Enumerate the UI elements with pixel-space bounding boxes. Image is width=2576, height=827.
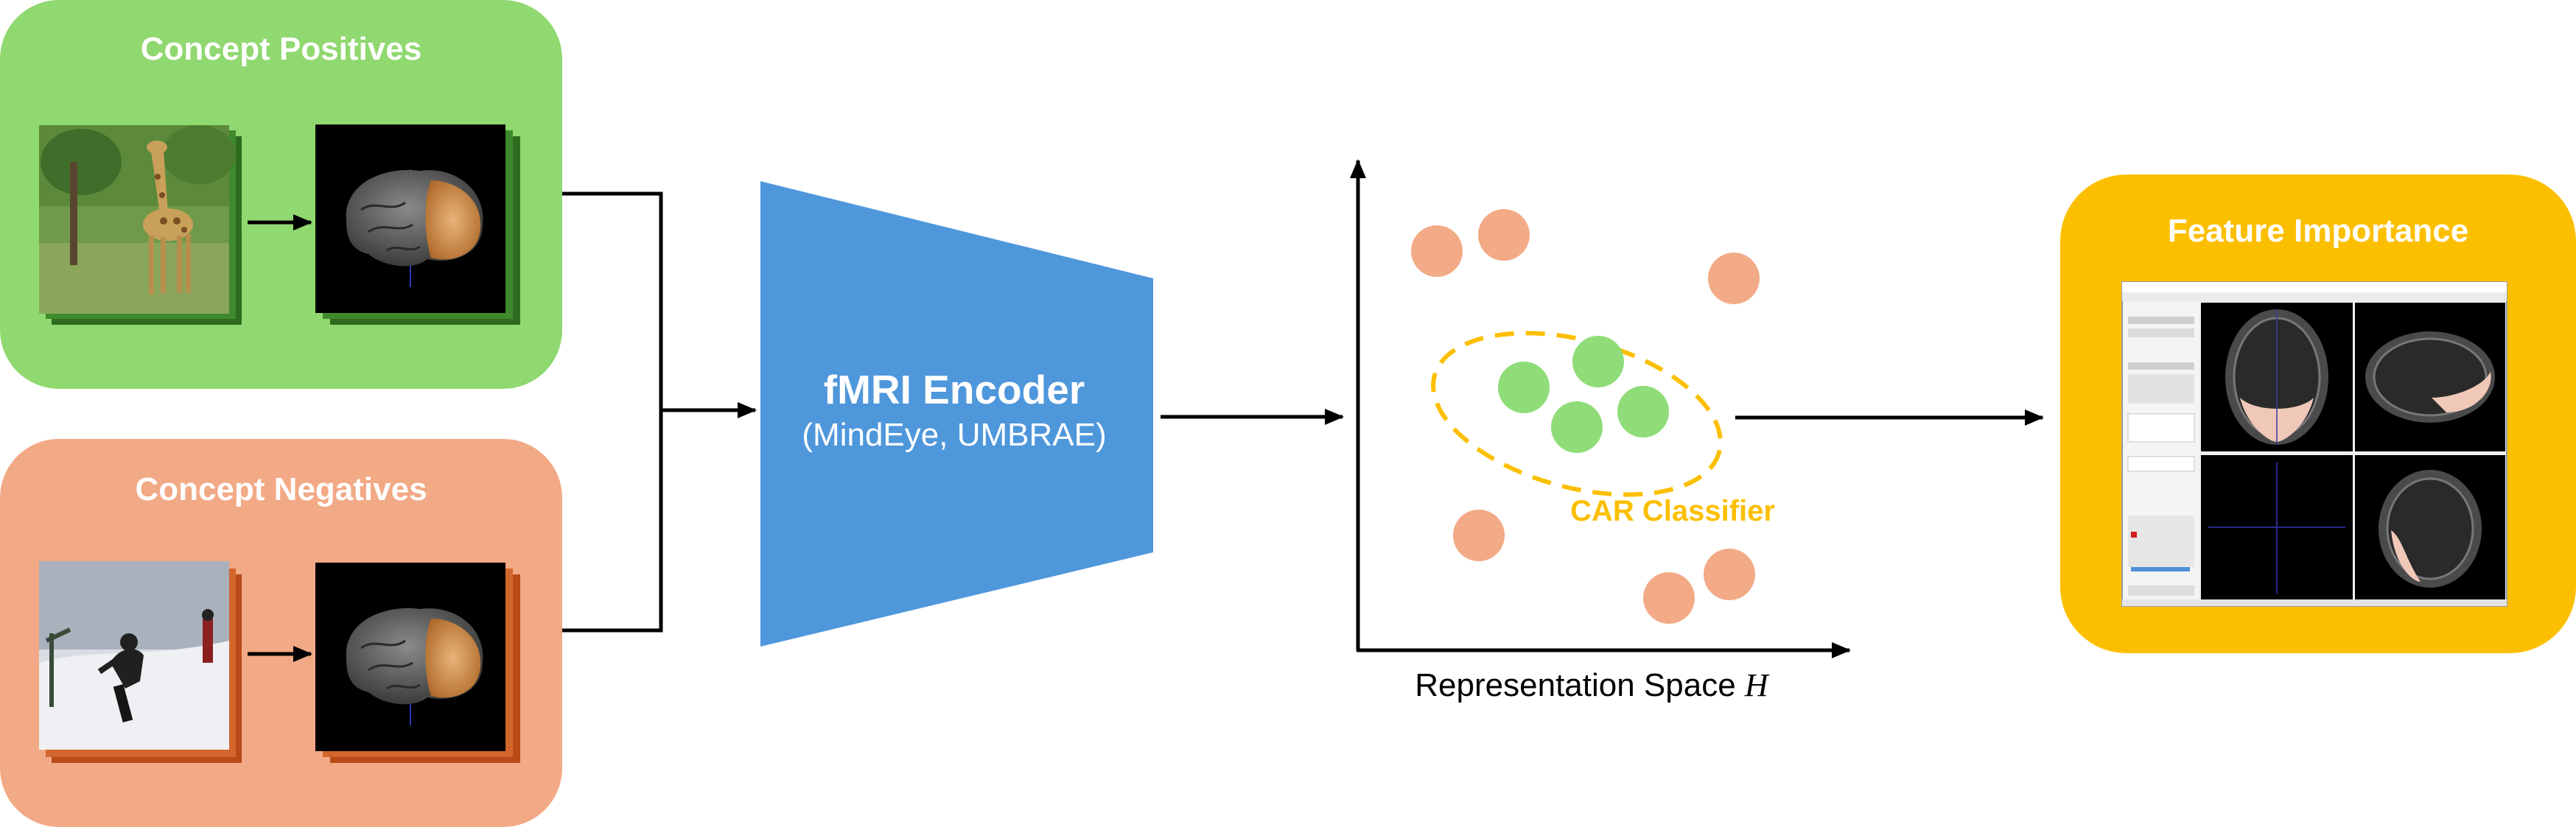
fmri-encoder-shape [760, 181, 1153, 647]
feature-importance-screenshot [2121, 281, 2507, 607]
positive-image-stack [39, 125, 242, 325]
encoder-subtitle: (MindEye, UMBRAE) [802, 417, 1107, 453]
car-classifier-label: CAR Classifier [1570, 495, 1775, 527]
positive-point [1551, 401, 1603, 453]
snowboarder-image [39, 561, 229, 750]
representation-space-label: Representation Space H [1385, 666, 1798, 704]
giraffe-image [39, 125, 236, 314]
concept-negatives-title: Concept Negatives [135, 471, 427, 507]
merge-connector [562, 191, 663, 633]
brain-render-positive [346, 169, 483, 287]
positive-points [1498, 336, 1669, 453]
negative-point [1453, 510, 1505, 561]
negative-image-stack [39, 561, 242, 763]
negative-brain-stack [315, 563, 520, 763]
slice-views [2201, 303, 2505, 599]
positive-point [1498, 362, 1550, 413]
sidebar-toolbar [2124, 303, 2199, 603]
negative-point [1411, 225, 1463, 277]
feature-importance-title: Feature Importance [2167, 213, 2469, 249]
axis-label-symbol: H [1744, 667, 1768, 703]
positive-point [1572, 336, 1624, 387]
negative-points [1411, 209, 1760, 624]
negative-point [1708, 253, 1760, 304]
concept-positives-title: Concept Positives [140, 31, 422, 67]
brain-render-negative [346, 608, 483, 725]
negative-point [1478, 209, 1530, 261]
positive-brain-stack [315, 124, 520, 325]
encoder-title: fMRI Encoder [823, 367, 1085, 412]
negative-point [1704, 549, 1755, 600]
positive-point [1617, 386, 1669, 437]
negative-point [1643, 572, 1695, 624]
axis-label-text: Representation Space [1415, 667, 1745, 703]
